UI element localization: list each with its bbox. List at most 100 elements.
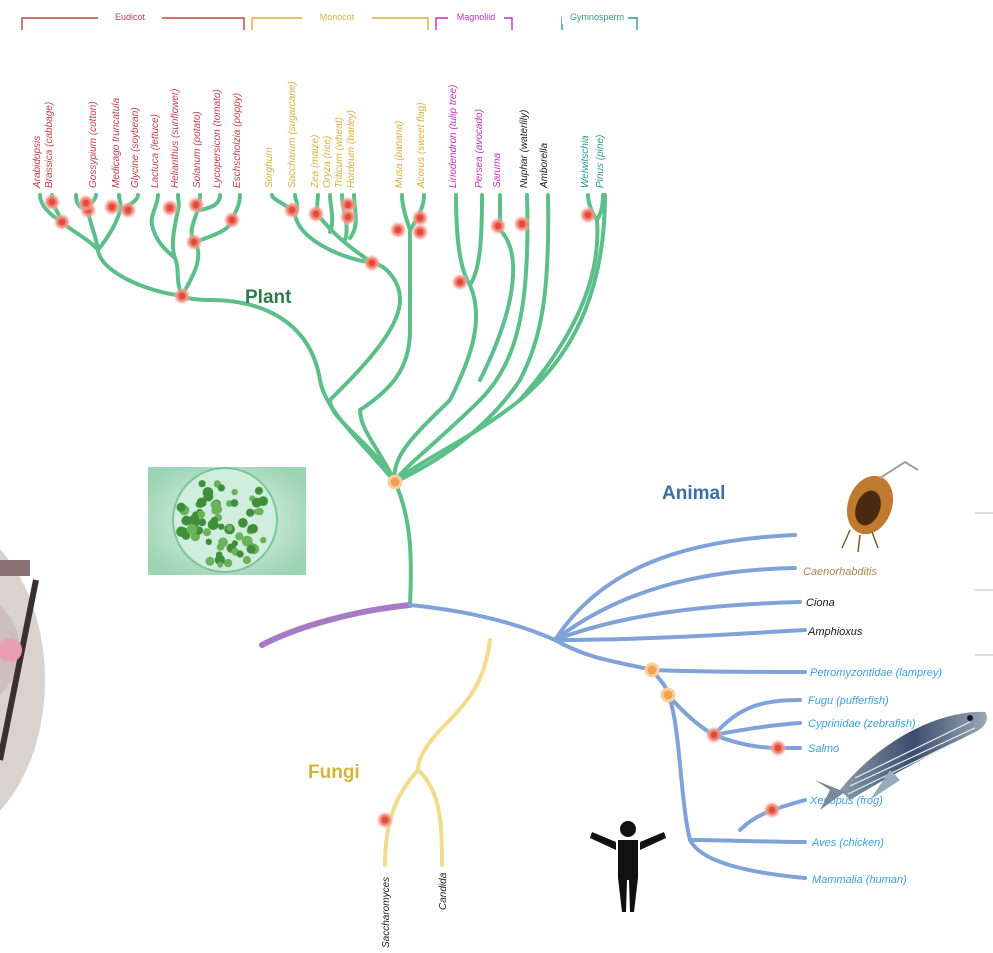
wgd-marker-dot — [417, 229, 423, 235]
algae-cell — [206, 539, 212, 545]
algae-cell — [247, 525, 255, 533]
right-edge-frame — [975, 513, 993, 655]
algae-cell — [246, 509, 254, 517]
algae-cell — [238, 518, 248, 528]
wgd-marker-dot — [775, 745, 781, 751]
lab-photo-image — [0, 515, 45, 845]
taxon-label: Glycine (soybean) — [130, 107, 141, 188]
taxon-label: Nuphar (waterlily) — [519, 110, 530, 188]
algae-cell — [252, 498, 262, 508]
wgd-marker-dot — [519, 221, 525, 227]
wgd-marker-dot — [289, 207, 295, 213]
taxon-label: Amphioxus — [807, 626, 863, 638]
wgd-marker-dot — [49, 199, 55, 205]
wgd-marker-dot — [59, 219, 65, 225]
taxon-label: Petromyzontidae (lamprey) — [810, 667, 942, 679]
taxon-label: Brassica (cabbage) — [44, 102, 55, 188]
algae-cell — [176, 527, 186, 537]
taxon-label: Arabidopsis — [32, 136, 43, 189]
taxon-label: Salmo — [808, 743, 839, 755]
taxon-label: Musa (banana) — [394, 121, 405, 188]
taxon-label: Mammalia (human) — [812, 874, 907, 886]
wgd-marker-dot — [345, 214, 351, 220]
wgd-marker-dot — [229, 217, 235, 223]
algae-cell — [243, 556, 251, 564]
plant-tree — [40, 195, 605, 605]
taxon-label: Lactuca (lettuce) — [150, 114, 161, 188]
wgd-marker-dot — [382, 817, 388, 823]
wgd-marker-dot — [769, 807, 775, 813]
taxon-label: Oryza (rice) — [322, 136, 333, 188]
wgd-marker-dot — [369, 260, 375, 266]
taxon-label: Eschscholzia (poppy) — [232, 93, 243, 188]
taxon-label: Ciona — [806, 597, 835, 609]
algae-cell — [204, 492, 214, 502]
taxon-label: Welwitschia — [580, 135, 591, 188]
group-label-gymnosperm: Gymnosperm — [570, 12, 624, 22]
algae-cell-image — [148, 467, 306, 575]
algae-cell — [217, 543, 225, 551]
taxon-label: Pinus (pine) — [595, 135, 606, 188]
taxon-label: Medicago truncatula — [111, 98, 122, 188]
daphnia-image — [839, 462, 918, 552]
algae-cell — [177, 503, 186, 512]
algae-cell — [255, 487, 263, 495]
algae-cell — [196, 501, 202, 507]
taxon-label: Saccharum (sugarcane) — [287, 81, 298, 188]
plant-title: Plant — [245, 287, 292, 308]
wgd-marker-dot — [395, 227, 401, 233]
fungi-title: Fungi — [308, 762, 360, 783]
algae-cell — [237, 551, 244, 558]
taxon-label: Sorghum — [264, 147, 275, 188]
human-figure-icon — [590, 821, 666, 912]
algae-cell — [218, 484, 225, 491]
algae-cell — [256, 508, 264, 516]
taxon-label: Hordeum (barley) — [346, 110, 357, 188]
taxon-label: Xenopus (frog) — [809, 795, 883, 807]
root-branch — [262, 605, 410, 645]
wgd-marker-dot — [191, 239, 197, 245]
wgd-marker-dot — [345, 202, 351, 208]
fungi-tree — [385, 640, 490, 865]
taxon-label: Persea (avocado) — [474, 109, 485, 188]
plant-taxa-labels: Arabidopsis Brassica (cabbage) Gossypium… — [32, 81, 606, 189]
taxon-label: Liriodendron (tulip tree) — [448, 85, 459, 188]
wgd-marker-dot — [457, 279, 463, 285]
algae-cell — [231, 499, 239, 507]
algae-cell — [231, 489, 237, 495]
taxon-label: Zea (maize) — [310, 135, 321, 189]
taxon-label: Cyprinidae (zebrafish) — [808, 718, 916, 730]
algae-cell — [235, 532, 243, 540]
algae-cell — [232, 540, 238, 546]
taxon-label: Gossypium (cotton) — [88, 101, 99, 188]
group-label-monocot: Monocot — [320, 12, 355, 22]
algae-cell — [260, 537, 266, 543]
wgd-marker-dot — [83, 200, 89, 206]
wgd-marker-dot — [417, 215, 423, 221]
algae-cell — [226, 525, 232, 531]
animal-title: Animal — [662, 483, 725, 504]
algae-cell — [217, 562, 223, 568]
algae-cell — [197, 511, 205, 519]
taxon-label: Caenorhabditis — [803, 566, 877, 578]
algae-cell — [208, 519, 219, 530]
taxon-label: Triticum (wheat) — [334, 117, 345, 188]
taxon-label: Saccharomyces — [381, 877, 392, 948]
wgd-marker-dot — [167, 205, 173, 211]
taxon-label: Candida — [438, 872, 449, 910]
algae-cell — [216, 551, 223, 558]
wgd-marker-dot — [193, 202, 199, 208]
taxon-label: Fugu (pufferfish) — [808, 695, 889, 707]
taxon-label: Amborella — [539, 143, 550, 189]
algae-cell — [218, 524, 224, 530]
wgd-marker-dot — [711, 732, 717, 738]
algae-cell — [187, 524, 198, 535]
wgd-marker-dot — [585, 212, 591, 218]
group-label-eudicot: Eudicot — [115, 12, 146, 22]
wgd-marker-dot — [313, 211, 319, 217]
taxon-label: Solanum (potato) — [192, 111, 203, 188]
taxon-label: Acorus (sweet flag) — [416, 102, 427, 189]
algae-cell — [199, 480, 206, 487]
taxon-label: Saruma — [492, 153, 503, 188]
